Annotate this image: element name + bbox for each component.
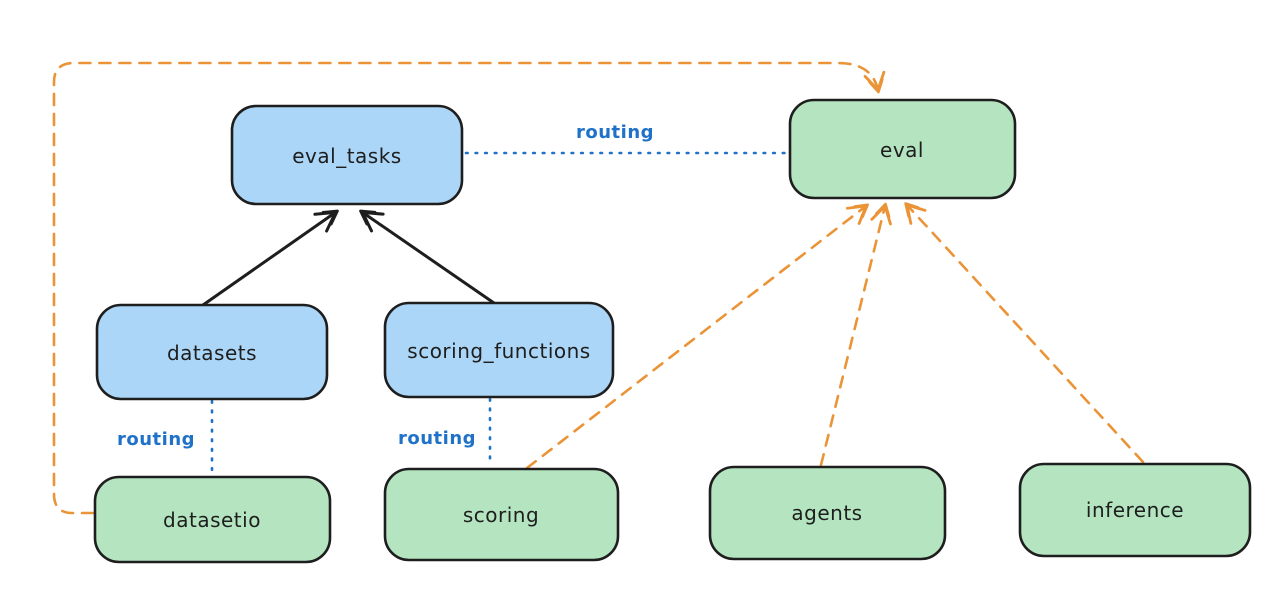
node-scoring_functions-box [383, 301, 615, 399]
node-datasetio-box [93, 475, 332, 564]
edge-agents-eval [819, 202, 892, 467]
node-datasetio-label: datasetio [163, 508, 261, 532]
edge-inference-eval [904, 202, 1145, 464]
node-scoring: scoring [383, 467, 620, 562]
node-eval_tasks-label: eval_tasks [292, 144, 401, 168]
node-datasetio: datasetio [93, 475, 332, 564]
node-scoring-box [383, 467, 620, 562]
edge-datasetio-eval [52, 61, 886, 515]
edge-label-routing-top: routing [576, 122, 654, 143]
node-datasets-label: datasets [167, 341, 257, 365]
node-datasets-box [95, 303, 329, 401]
node-inference: inference [1018, 462, 1252, 558]
node-inference-label: inference [1086, 498, 1184, 522]
node-eval-box [788, 98, 1017, 200]
node-eval: eval [788, 98, 1017, 200]
node-eval-label: eval [880, 138, 924, 162]
node-scoring_functions: scoring_functions [383, 301, 615, 399]
node-inference-box [1018, 462, 1252, 558]
node-agents: agents [708, 465, 947, 561]
node-agents-box [708, 465, 947, 561]
edge-label-routing-scoring: routing [398, 428, 476, 449]
node-eval_tasks: eval_tasks [230, 104, 464, 206]
edge-scoring_functions-eval_tasks [359, 209, 496, 305]
node-scoring-label: scoring [463, 503, 539, 527]
node-datasets: datasets [95, 303, 329, 401]
node-scoring_functions-label: scoring_functions [407, 339, 590, 363]
edge-datasets-eval_tasks [201, 209, 339, 307]
node-agents-label: agents [791, 501, 862, 525]
edge-scoring-eval [525, 203, 869, 470]
edge-label-routing-datasets: routing [117, 429, 195, 450]
node-eval_tasks-box [230, 104, 464, 206]
